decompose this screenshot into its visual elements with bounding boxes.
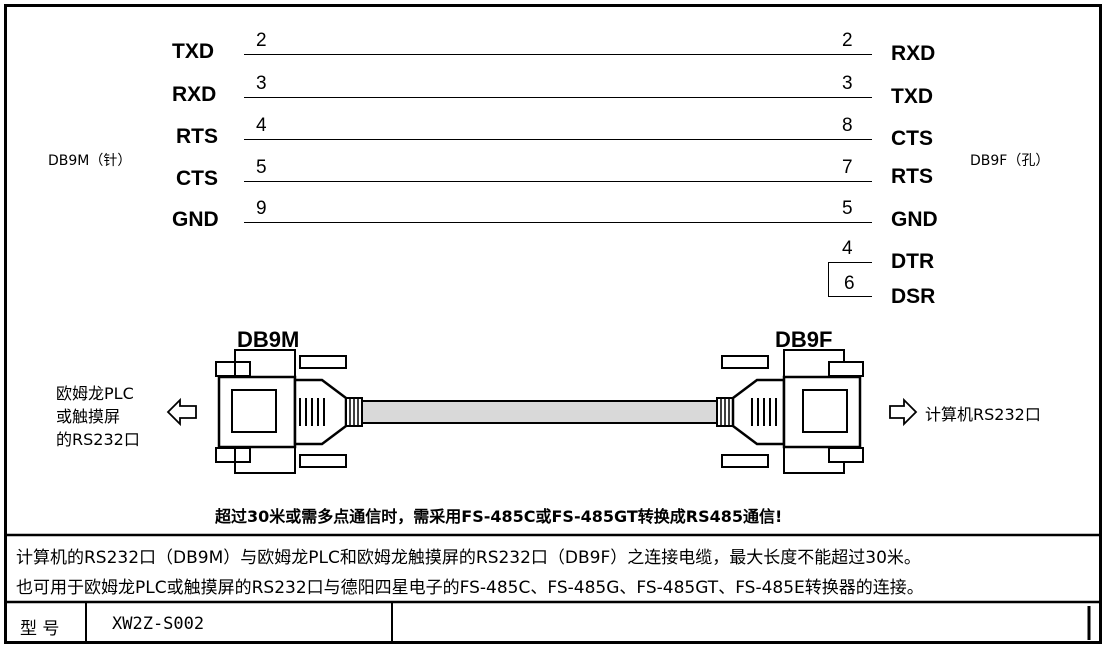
left-signal-label: RXD	[172, 83, 217, 106]
db9m-title: DB9M	[237, 327, 300, 352]
left-signal-label: GND	[172, 208, 219, 231]
right-signal-label: CTS	[891, 127, 933, 150]
right-pin-number: 5	[842, 198, 853, 219]
left-pin-number: 3	[256, 73, 267, 94]
left-signal-label: RTS	[176, 125, 218, 148]
right-signal-label: TXD	[891, 85, 933, 108]
left-pin-number: 2	[256, 30, 267, 51]
left-target-line-1: 欧姆龙PLC	[56, 384, 134, 403]
db9f-connector-shape	[716, 349, 864, 474]
jumper-line-top	[828, 262, 872, 263]
right-pin-number: 8	[842, 115, 853, 136]
wire-line	[244, 139, 872, 140]
description-line-1: 计算机的RS232口（DB9M）与欧姆龙PLC和欧姆龙触摸屏的RS232口（DB…	[16, 548, 921, 568]
right-signal-label: GND	[891, 208, 938, 231]
left-connector-label: DB9M（针）	[48, 153, 132, 169]
db9f-title: DB9F	[775, 327, 833, 352]
diagram-frame	[4, 4, 1102, 644]
left-pin-number: 9	[256, 198, 267, 219]
wire-line	[244, 222, 872, 223]
wire-line	[244, 97, 872, 98]
model-label: 型 号	[20, 619, 60, 639]
jumper-line-bottom	[828, 296, 872, 297]
jumper-signal-b: DSR	[891, 285, 936, 308]
right-pin-number: 3	[842, 73, 853, 94]
right-target-label: 计算机RS232口	[925, 405, 1041, 424]
left-arrow-icon	[166, 397, 197, 427]
left-target-line-2: 或触摸屏	[56, 407, 121, 426]
wire-line	[244, 181, 872, 182]
left-pin-number: 5	[256, 157, 267, 178]
description-line-2: 也可用于欧姆龙PLC或触摸屏的RS232口与德阳四星电子的FS-485C、FS-…	[16, 578, 924, 598]
long-distance-note: 超过30米或需多点通信时，需采用FS-485C或FS-485GT转换成RS485…	[215, 507, 783, 526]
right-signal-label: RTS	[891, 165, 933, 188]
left-signal-label: CTS	[176, 167, 218, 190]
right-connector-label: DB9F（孔）	[970, 153, 1050, 169]
right-pin-number: 7	[842, 157, 853, 178]
wire-line	[244, 54, 872, 55]
right-signal-label: RXD	[891, 42, 936, 65]
jumper-signal-a: DTR	[891, 250, 935, 273]
jumper-line-vertical	[828, 262, 829, 296]
right-arrow-icon	[889, 397, 918, 427]
left-signal-label: TXD	[172, 40, 214, 63]
cable-body	[361, 400, 718, 424]
db9m-connector-shape	[215, 349, 363, 474]
jumper-pin-b: 6	[844, 273, 855, 294]
jumper-pin-a: 4	[842, 238, 853, 259]
left-pin-number: 4	[256, 115, 267, 136]
left-target-line-3: 的RS232口	[56, 430, 140, 449]
model-value: XW2Z-S002	[112, 614, 205, 634]
right-pin-number: 2	[842, 30, 853, 51]
